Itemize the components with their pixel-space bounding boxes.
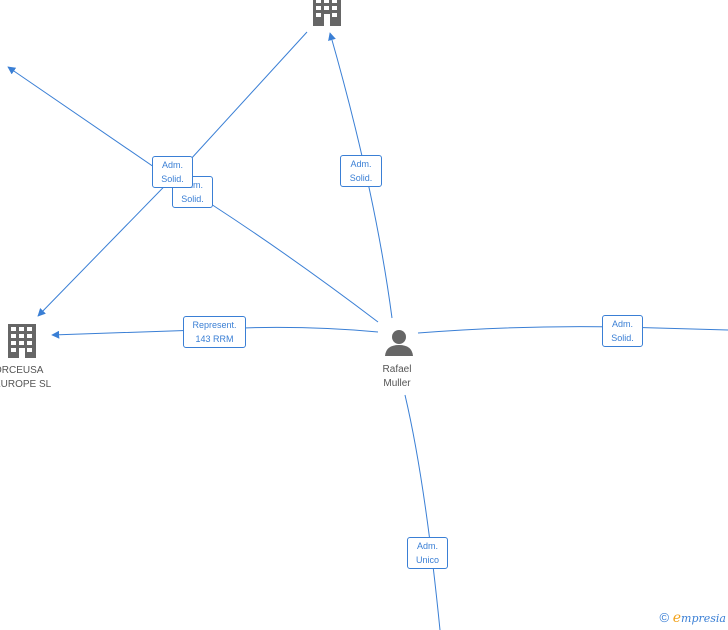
node-name-line1: Rafael <box>382 364 412 375</box>
node-name-line2: EUROPE SL <box>0 379 52 390</box>
edge-label-line1: Adm. <box>161 160 183 170</box>
edge-label-represent[interactable]: Represent. 143 RRM <box>183 316 246 348</box>
edge-label-line1: Adm. <box>611 319 633 329</box>
edge-label-line2: 143 RRM <box>195 334 234 344</box>
edge-label-adm-solid[interactable]: Adm. Solid. <box>152 156 193 188</box>
edge-label-line2: Unico <box>415 555 439 565</box>
building-icon[interactable] <box>8 324 36 358</box>
brand-logo-initial: e <box>672 610 682 626</box>
person-icon[interactable] <box>385 330 413 356</box>
edge-label-line1: Adm. <box>350 159 372 169</box>
node-name-line2: Muller <box>383 378 411 389</box>
edge-label-line1: Adm. <box>416 541 438 551</box>
building-icon[interactable] <box>313 0 341 26</box>
node-name-line1: ORCEUSA <box>0 365 44 376</box>
edge-label-line2: Solid. <box>161 174 184 184</box>
edge-label-line1: Represent. <box>192 320 237 330</box>
node-label-left[interactable]: ORCEUSA EUROPE SL <box>0 364 60 392</box>
edge-label-line2: Solid. <box>611 333 634 343</box>
brand-logo-text: mpresia <box>681 612 726 625</box>
edge-label-line2: Solid. <box>349 173 373 183</box>
edge-label-adm-solid[interactable]: Adm. Solid. <box>340 155 382 187</box>
edge-label-adm-solid[interactable]: Adm. Solid. <box>602 315 643 347</box>
node-label-center[interactable]: Rafael Muller <box>372 363 422 391</box>
watermark: © empresia <box>660 610 726 626</box>
edge-label-adm-unico[interactable]: Adm. Unico <box>407 537 448 569</box>
edge-label-line2: Solid. <box>181 194 204 204</box>
edge-center-to-right[interactable] <box>417 326 728 334</box>
copyright-symbol: © <box>659 610 670 625</box>
edge-center-to-bottom[interactable] <box>404 394 441 630</box>
